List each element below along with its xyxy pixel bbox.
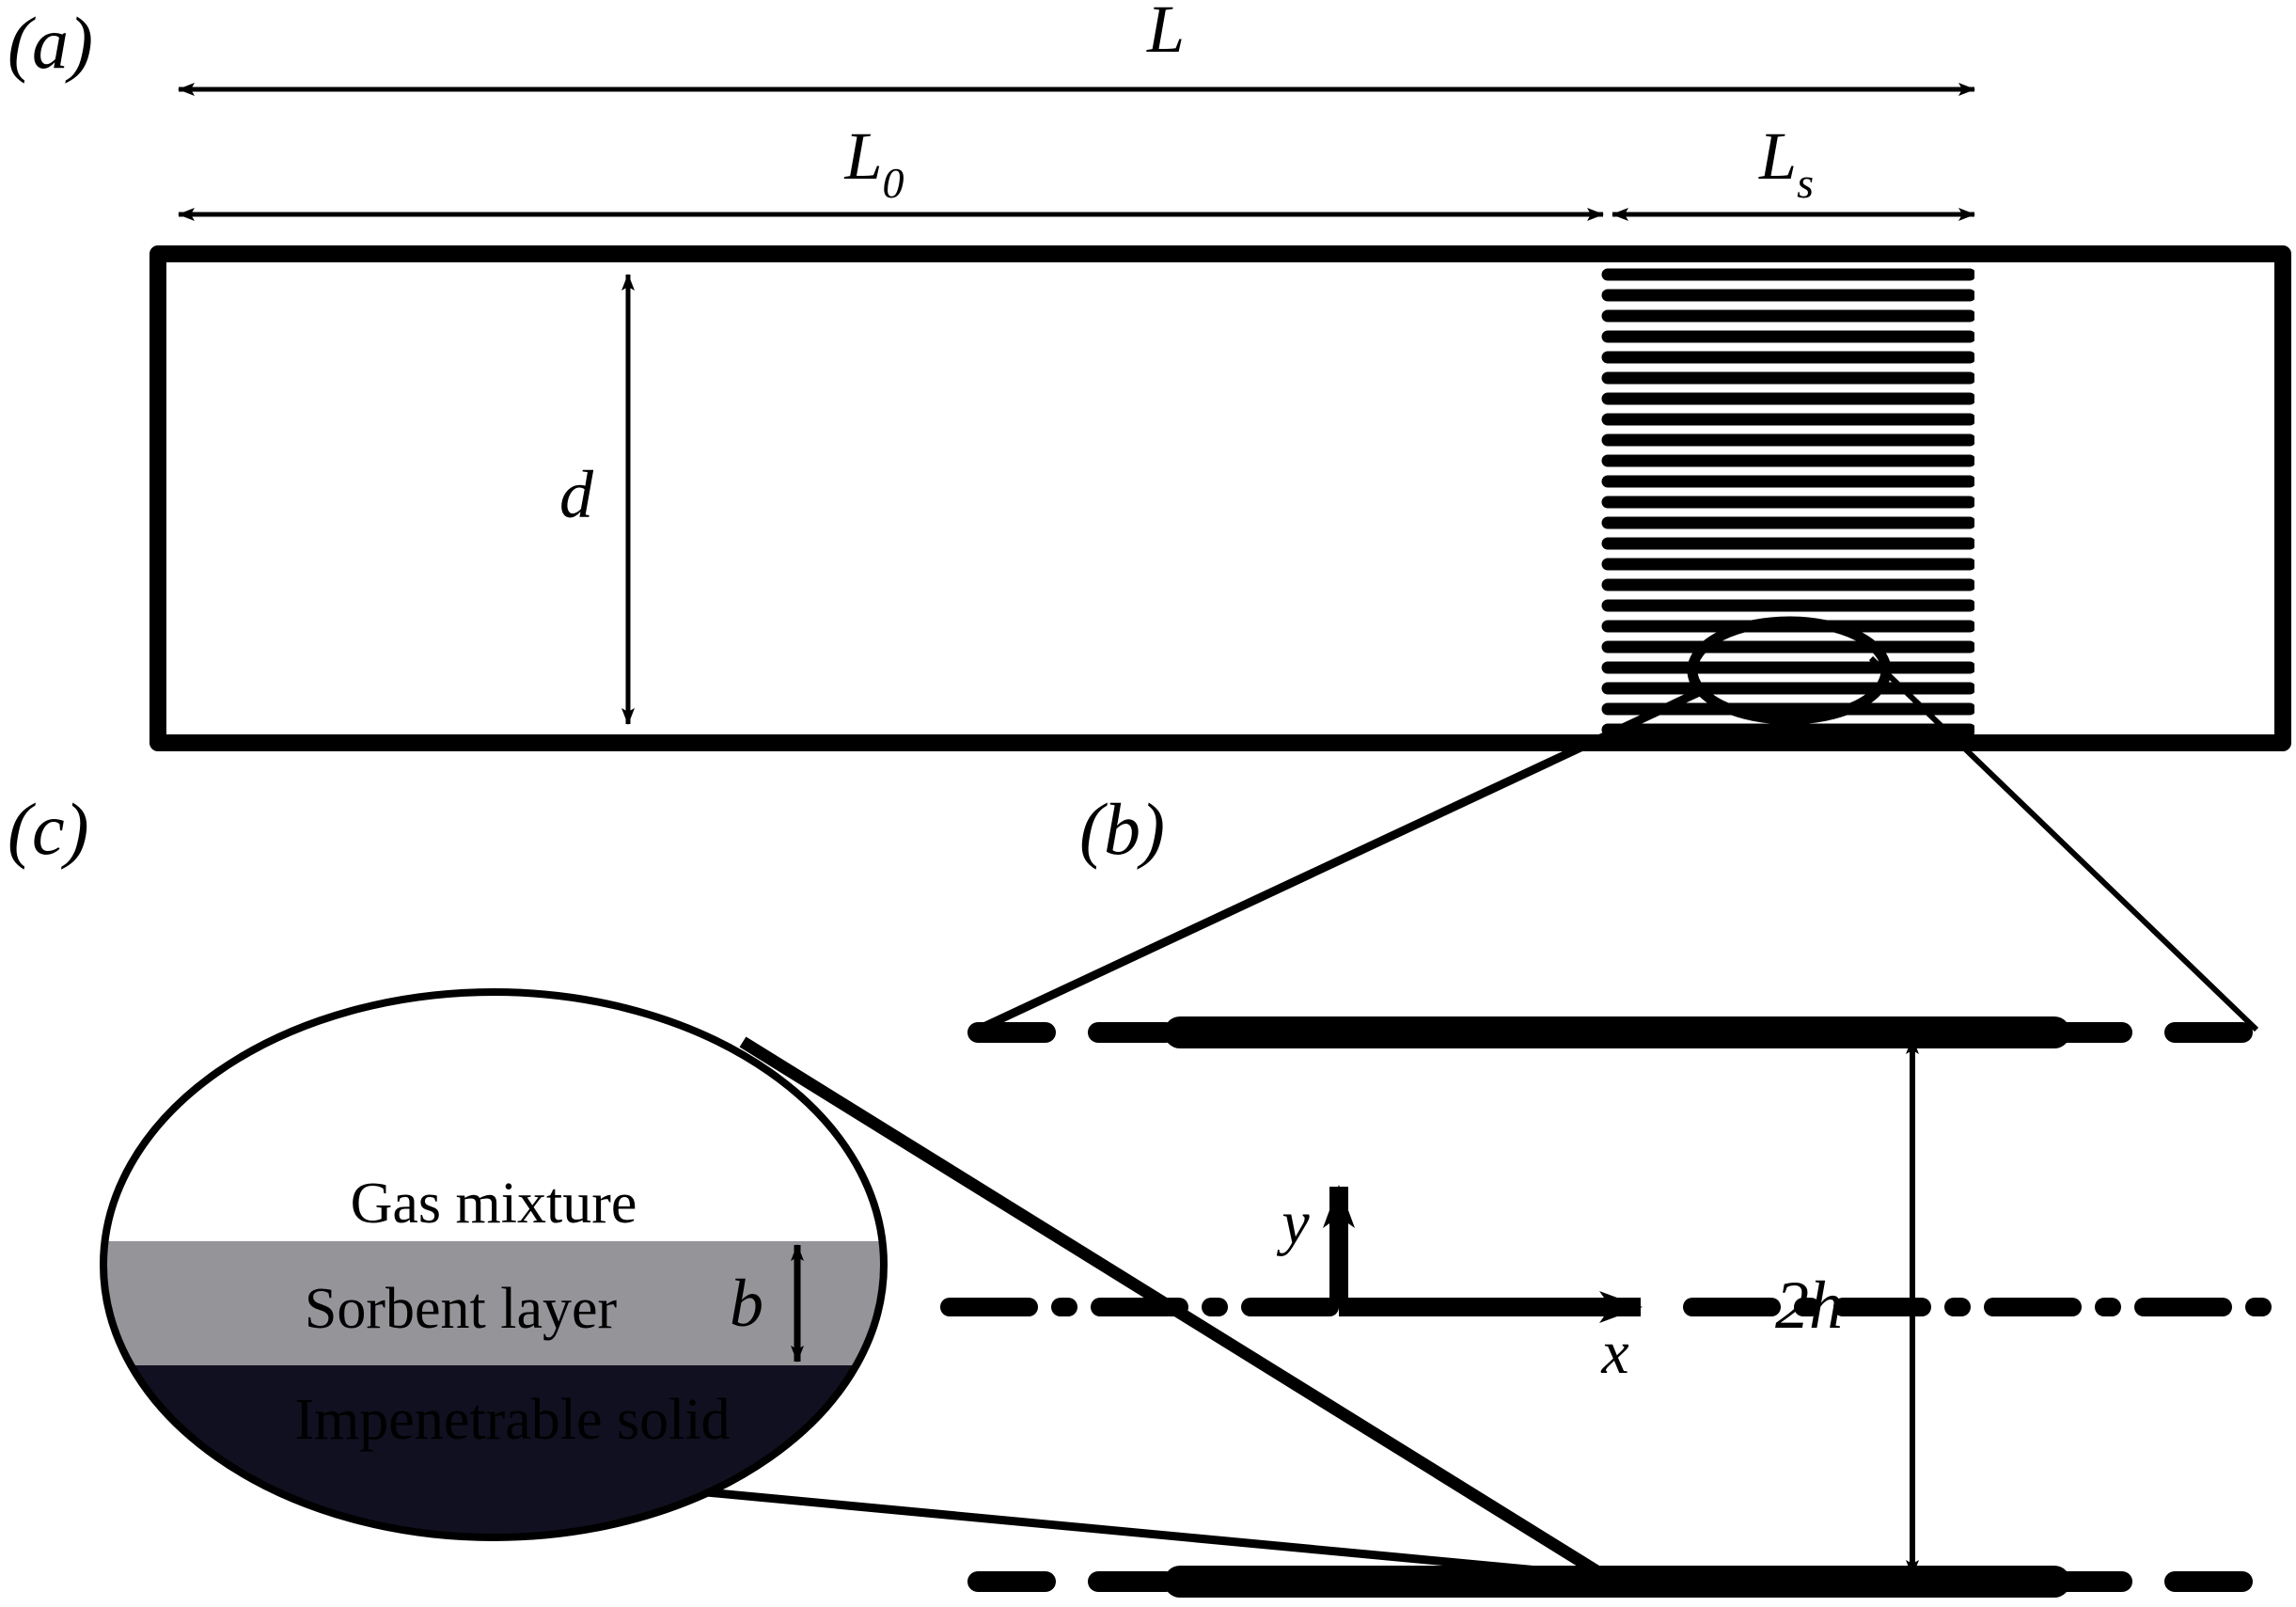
panel-a: (a) L L0 Ls d bbox=[8, 0, 2291, 751]
panel-c-label: (c) bbox=[8, 788, 89, 870]
panel-c: (c) Gas mixture Sorbent layer Impenetrab… bbox=[8, 788, 888, 1541]
hatch-lines bbox=[1601, 268, 1974, 736]
dimension-2h-label: 2h bbox=[1775, 1268, 1843, 1343]
y-axis-label: y bbox=[1276, 1189, 1310, 1257]
dimension-Ls-label: Ls bbox=[1758, 118, 1814, 207]
leader-lower-c-b bbox=[615, 1479, 1599, 1581]
dimension-d: d bbox=[559, 274, 635, 725]
callout-leaders-a-to-b bbox=[976, 655, 2259, 1034]
dimension-Ls: Ls bbox=[1612, 118, 1975, 221]
leader-upper-c-b bbox=[739, 1036, 1602, 1578]
dimension-L0: L0 bbox=[178, 118, 1604, 221]
panel-b-label: (b) bbox=[1079, 788, 1165, 870]
coordinate-axes: y x bbox=[1276, 1185, 1643, 1387]
band-label-gas-mixture: Gas mixture bbox=[351, 1172, 637, 1236]
band-label-sorbent-layer: Sorbent layer bbox=[305, 1277, 618, 1341]
dimension-L0-label: L0 bbox=[843, 118, 904, 207]
panel-b: (b) y x 2h bbox=[940, 788, 2285, 1598]
magnified-wall-bands bbox=[103, 992, 884, 1537]
x-axis-label: x bbox=[1600, 1318, 1628, 1387]
dimension-b: b bbox=[730, 1244, 804, 1363]
band-label-impenetrable-solid: Impenetrable solid bbox=[294, 1388, 730, 1452]
band-sorbent-layer bbox=[103, 1241, 884, 1365]
sorbent-hatch-region bbox=[1601, 268, 1974, 736]
dimension-d-label: d bbox=[559, 457, 594, 532]
dimension-L: L bbox=[178, 0, 1975, 96]
leader-right-a-b bbox=[1868, 655, 2259, 1032]
panel-a-label: (a) bbox=[8, 2, 93, 84]
dimension-b-label: b bbox=[730, 1266, 763, 1341]
dimension-L-label: L bbox=[1146, 0, 1185, 67]
magnifier-ellipse-c bbox=[100, 988, 888, 1541]
leader-left-a-b bbox=[976, 682, 1713, 1034]
callout-leaders-c-to-b bbox=[615, 1036, 1602, 1581]
dimension-2h: 2h bbox=[1775, 1037, 1919, 1577]
